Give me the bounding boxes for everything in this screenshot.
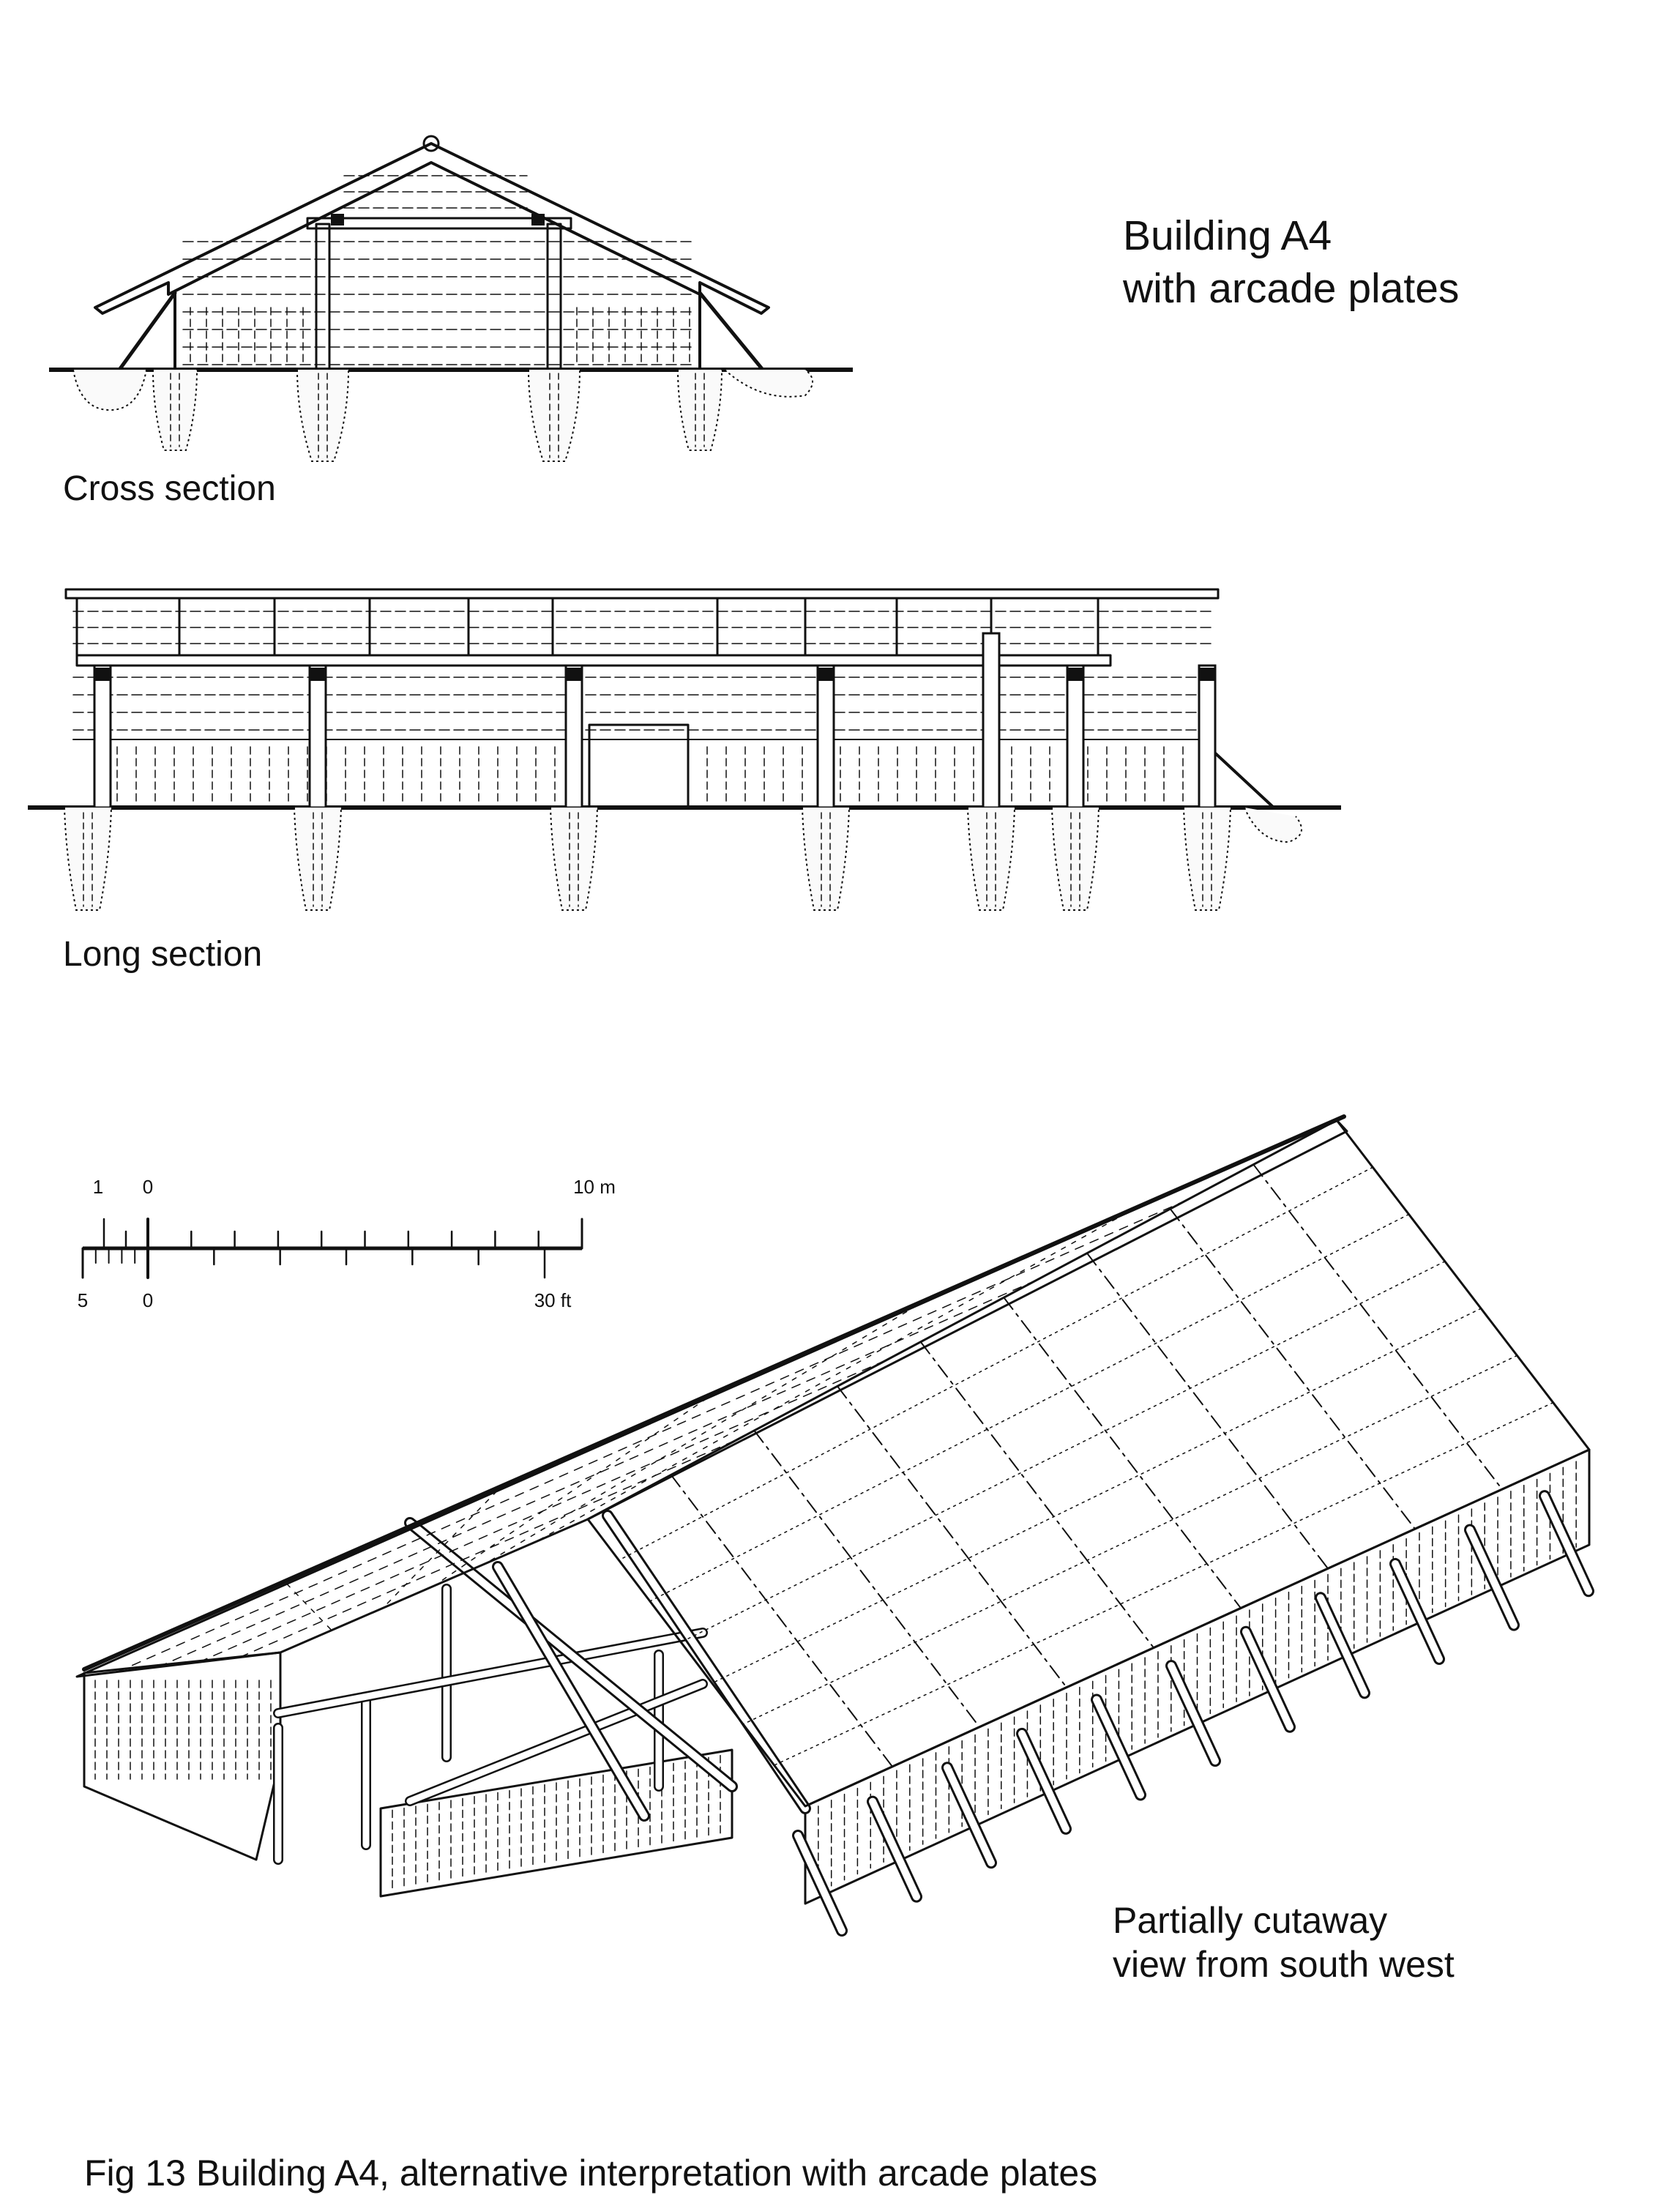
arcade-post: [315, 223, 331, 371]
thatch-course-line: [670, 1474, 893, 1767]
thatch-seam-line: [680, 1261, 1446, 1643]
perspective-label-line2: view from south west: [1113, 1944, 1455, 1985]
post-hole: [294, 807, 342, 911]
raking-brace-fill: [1317, 1594, 1368, 1697]
tall-post: [982, 632, 1001, 809]
perspective-label-line1: Partially cutaway: [1113, 1900, 1388, 1941]
thatch-seam-line: [742, 1354, 1518, 1725]
thatch-hatch-line: [198, 1359, 888, 1663]
scale-label-1m: 1: [93, 1176, 103, 1198]
arcade-plate: [531, 214, 545, 226]
plate-block: [309, 668, 326, 681]
long-section-label: Long section: [63, 935, 263, 974]
scale-label-0m: 0: [143, 1176, 153, 1198]
thatch-hatch-line: [116, 1199, 1188, 1673]
post-hole: [550, 807, 598, 911]
arcade-plate-fill: [406, 1680, 706, 1805]
tie-beam: [306, 217, 572, 230]
plate-block: [94, 668, 111, 681]
post-hole: [802, 807, 850, 911]
figure-caption: Fig 13 Building A4, alternative interpre…: [84, 2153, 1098, 2194]
ridge-cap: [422, 135, 440, 152]
arcade-post: [1066, 664, 1085, 809]
post-hole: [967, 807, 1015, 911]
thatch-hatch-line: [382, 1490, 498, 1609]
ridge-pole: [82, 1114, 1346, 1672]
plate-block: [565, 668, 583, 681]
post-hole: [64, 807, 112, 911]
post-hole: [296, 369, 349, 462]
pit-fill: [1244, 807, 1302, 843]
raking-brace-fill: [1541, 1492, 1592, 1595]
scale-label-5ft: 5: [78, 1289, 88, 1311]
arcade-plate-fill: [275, 1629, 706, 1717]
end-wall: [83, 1651, 282, 1861]
top-beam: [64, 588, 1220, 600]
cross-section-drawing: [49, 135, 853, 462]
long-section-drawing: [28, 588, 1341, 911]
raking-brace-fill: [1392, 1559, 1443, 1663]
thatch-course-line: [919, 1341, 1154, 1649]
brace: [117, 291, 177, 372]
scale-bar: 1 0 10 m 5 0 30 ft: [78, 1176, 616, 1311]
thatch-course-line: [1252, 1163, 1503, 1491]
plate-block: [1198, 668, 1216, 681]
thatch-seam-line: [711, 1308, 1482, 1684]
pit-fill: [724, 369, 813, 398]
raking-brace-fill: [944, 1764, 995, 1867]
pit-fill: [72, 369, 147, 411]
thatch-hatch-line: [157, 1279, 1038, 1668]
thatch-hatch-line: [536, 1212, 1127, 1543]
post-hole: [152, 369, 198, 451]
raking-brace-fill: [1466, 1526, 1517, 1629]
thatch-seam-line: [773, 1401, 1554, 1766]
rafter-fill: [494, 1563, 648, 1819]
scale-label-10m: 10 m: [573, 1176, 616, 1198]
cross-section-label: Cross section: [63, 469, 276, 508]
roof-thatch-left: [75, 1119, 1348, 1678]
arcade-post: [1198, 664, 1217, 809]
thatch-course-line: [1003, 1297, 1242, 1609]
perspective-drawing: [75, 1114, 1594, 1937]
figure-title-line1: Building A4: [1123, 212, 1332, 259]
plate-block: [1067, 668, 1084, 681]
post-hole: [1183, 807, 1231, 911]
arcade-plate: [331, 214, 344, 226]
scale-label-30ft: 30 ft: [534, 1289, 572, 1311]
rafter-fill: [604, 1512, 809, 1812]
raking-brace-fill: [869, 1797, 920, 1901]
thatch-seam-line: [618, 1166, 1374, 1561]
scale-label-0ft: 0: [143, 1289, 153, 1311]
figure-title-line2: with arcade plates: [1123, 265, 1460, 312]
thatch-course-line: [1169, 1208, 1416, 1530]
arcade-plate-beam: [75, 654, 1112, 667]
raking-brace-fill: [1093, 1696, 1144, 1799]
thatch-hatch-line: [485, 1305, 918, 1565]
thatch-course-line: [753, 1429, 980, 1728]
plate-block: [817, 668, 835, 681]
rafter-fill: [406, 1519, 736, 1790]
raking-brace-fill: [794, 1832, 845, 1934]
arcade-post: [93, 664, 112, 809]
thatch-hatch-line: [239, 1439, 739, 1658]
cross-roof: [94, 142, 770, 315]
doorway: [588, 723, 690, 809]
raking-brace-fill: [1168, 1662, 1219, 1765]
arcade-post: [816, 664, 835, 809]
thatch-seam-line: [649, 1213, 1410, 1602]
arcade-post: [546, 223, 562, 371]
arcade-post: [564, 664, 583, 809]
arcade-post: [308, 664, 327, 809]
post-hole: [1051, 807, 1100, 911]
raking-brace-fill: [1018, 1729, 1069, 1833]
post-hole: [677, 369, 723, 451]
raking-brace-fill: [1242, 1628, 1293, 1731]
thatch-course-line: [1086, 1252, 1329, 1570]
thatch-hatch-line: [433, 1398, 708, 1587]
brace: [698, 291, 765, 372]
post-hole: [528, 369, 580, 462]
thatch-course-line: [837, 1385, 1067, 1688]
